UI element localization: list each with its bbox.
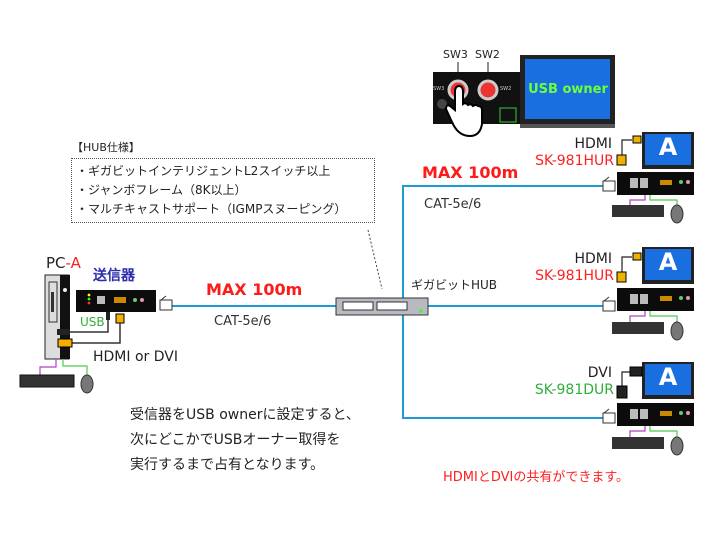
pc-label-suffix: -A (65, 254, 81, 272)
transmitter-label: 送信器 (93, 268, 135, 284)
receiver-1-type: HDMI (574, 136, 612, 152)
hub-spec-title: 【HUB仕様】 (72, 141, 140, 154)
video-label: HDMI or DVI (93, 349, 178, 365)
hub-spec-item: ・マルチキャストサポート（IGMPスヌーピング） (76, 202, 347, 216)
receiver-3-model: SK-981DUR (534, 382, 614, 398)
usb-owner-note: 受信器をUSB ownerに設定すると、 次にどこかでUSBオーナー取得を 実行… (130, 403, 360, 478)
receiver-2-type: HDMI (574, 251, 612, 267)
pc-label: PC-A (46, 254, 81, 272)
rj45-plug-icon (602, 176, 616, 192)
receiver-1-graphics (612, 132, 694, 224)
receiver-1-model: SK-981HUR (535, 153, 614, 169)
branch-link-cable: CAT-5e/6 (424, 197, 482, 212)
usb-owner-screen-text: USB owner (528, 82, 608, 97)
footer-note: HDMIとDVIの共有ができます。 (443, 470, 630, 485)
panel-sw3-label: SW3 (433, 86, 445, 92)
keyboard-cable (39, 359, 57, 375)
hub-spec-item: ・ギガビットインテリジェントL2スイッチ以上 (76, 164, 331, 178)
transmitter-device (76, 290, 156, 312)
usb-label: USB (80, 315, 105, 329)
receiver-2-graphics (612, 247, 694, 341)
receiver-3-graphics (612, 362, 694, 456)
sw2-label: SW2 (475, 48, 500, 61)
main-link-cable: CAT-5e/6 (214, 314, 272, 329)
note-line: 実行するまで占有となります。 (130, 457, 325, 473)
note-line: 次にどこかでUSBオーナー取得を (130, 432, 341, 448)
usb-owner-monitor (520, 55, 615, 128)
pc-label-text: PC (46, 254, 66, 272)
branch-cable-top (402, 185, 603, 306)
keyboard-icon (19, 374, 75, 388)
hub-spec-box: ・ギガビットインテリジェントL2スイッチ以上 ・ジャンボフレーム（8K以上） ・… (71, 158, 375, 223)
receiver-2-screen: A (658, 248, 678, 276)
pc-tower (44, 274, 70, 360)
receiver-2-model: SK-981HUR (535, 268, 614, 284)
receiver-3-screen: A (658, 363, 678, 391)
usb-cable (57, 312, 110, 335)
mouse-cable (62, 359, 88, 376)
hub-callout-line (367, 229, 383, 290)
hand-pointer-icon (444, 84, 483, 138)
sw3-label: SW3 (443, 48, 468, 61)
rj45-plug-icon (602, 408, 616, 424)
receiver-3-type: DVI (587, 365, 612, 381)
receiver-1-screen: A (658, 133, 678, 161)
hub-spec-item: ・ジャンボフレーム（8K以上） (76, 183, 247, 197)
branch-link-max: MAX 100m (422, 163, 519, 182)
hdmi-cable (57, 313, 125, 348)
branch-cable-bottom (402, 306, 603, 419)
main-link-max: MAX 100m (206, 280, 303, 299)
panel-sw2-label: SW2 (500, 86, 512, 92)
rj45-plug-icon (602, 296, 616, 312)
hub-label: ギガビットHUB (411, 278, 498, 292)
mouse-icon (80, 374, 94, 394)
rj45-plug-icon (159, 295, 173, 311)
gigabit-hub (335, 297, 429, 316)
note-line: 受信器をUSB ownerに設定すると、 (130, 407, 360, 423)
